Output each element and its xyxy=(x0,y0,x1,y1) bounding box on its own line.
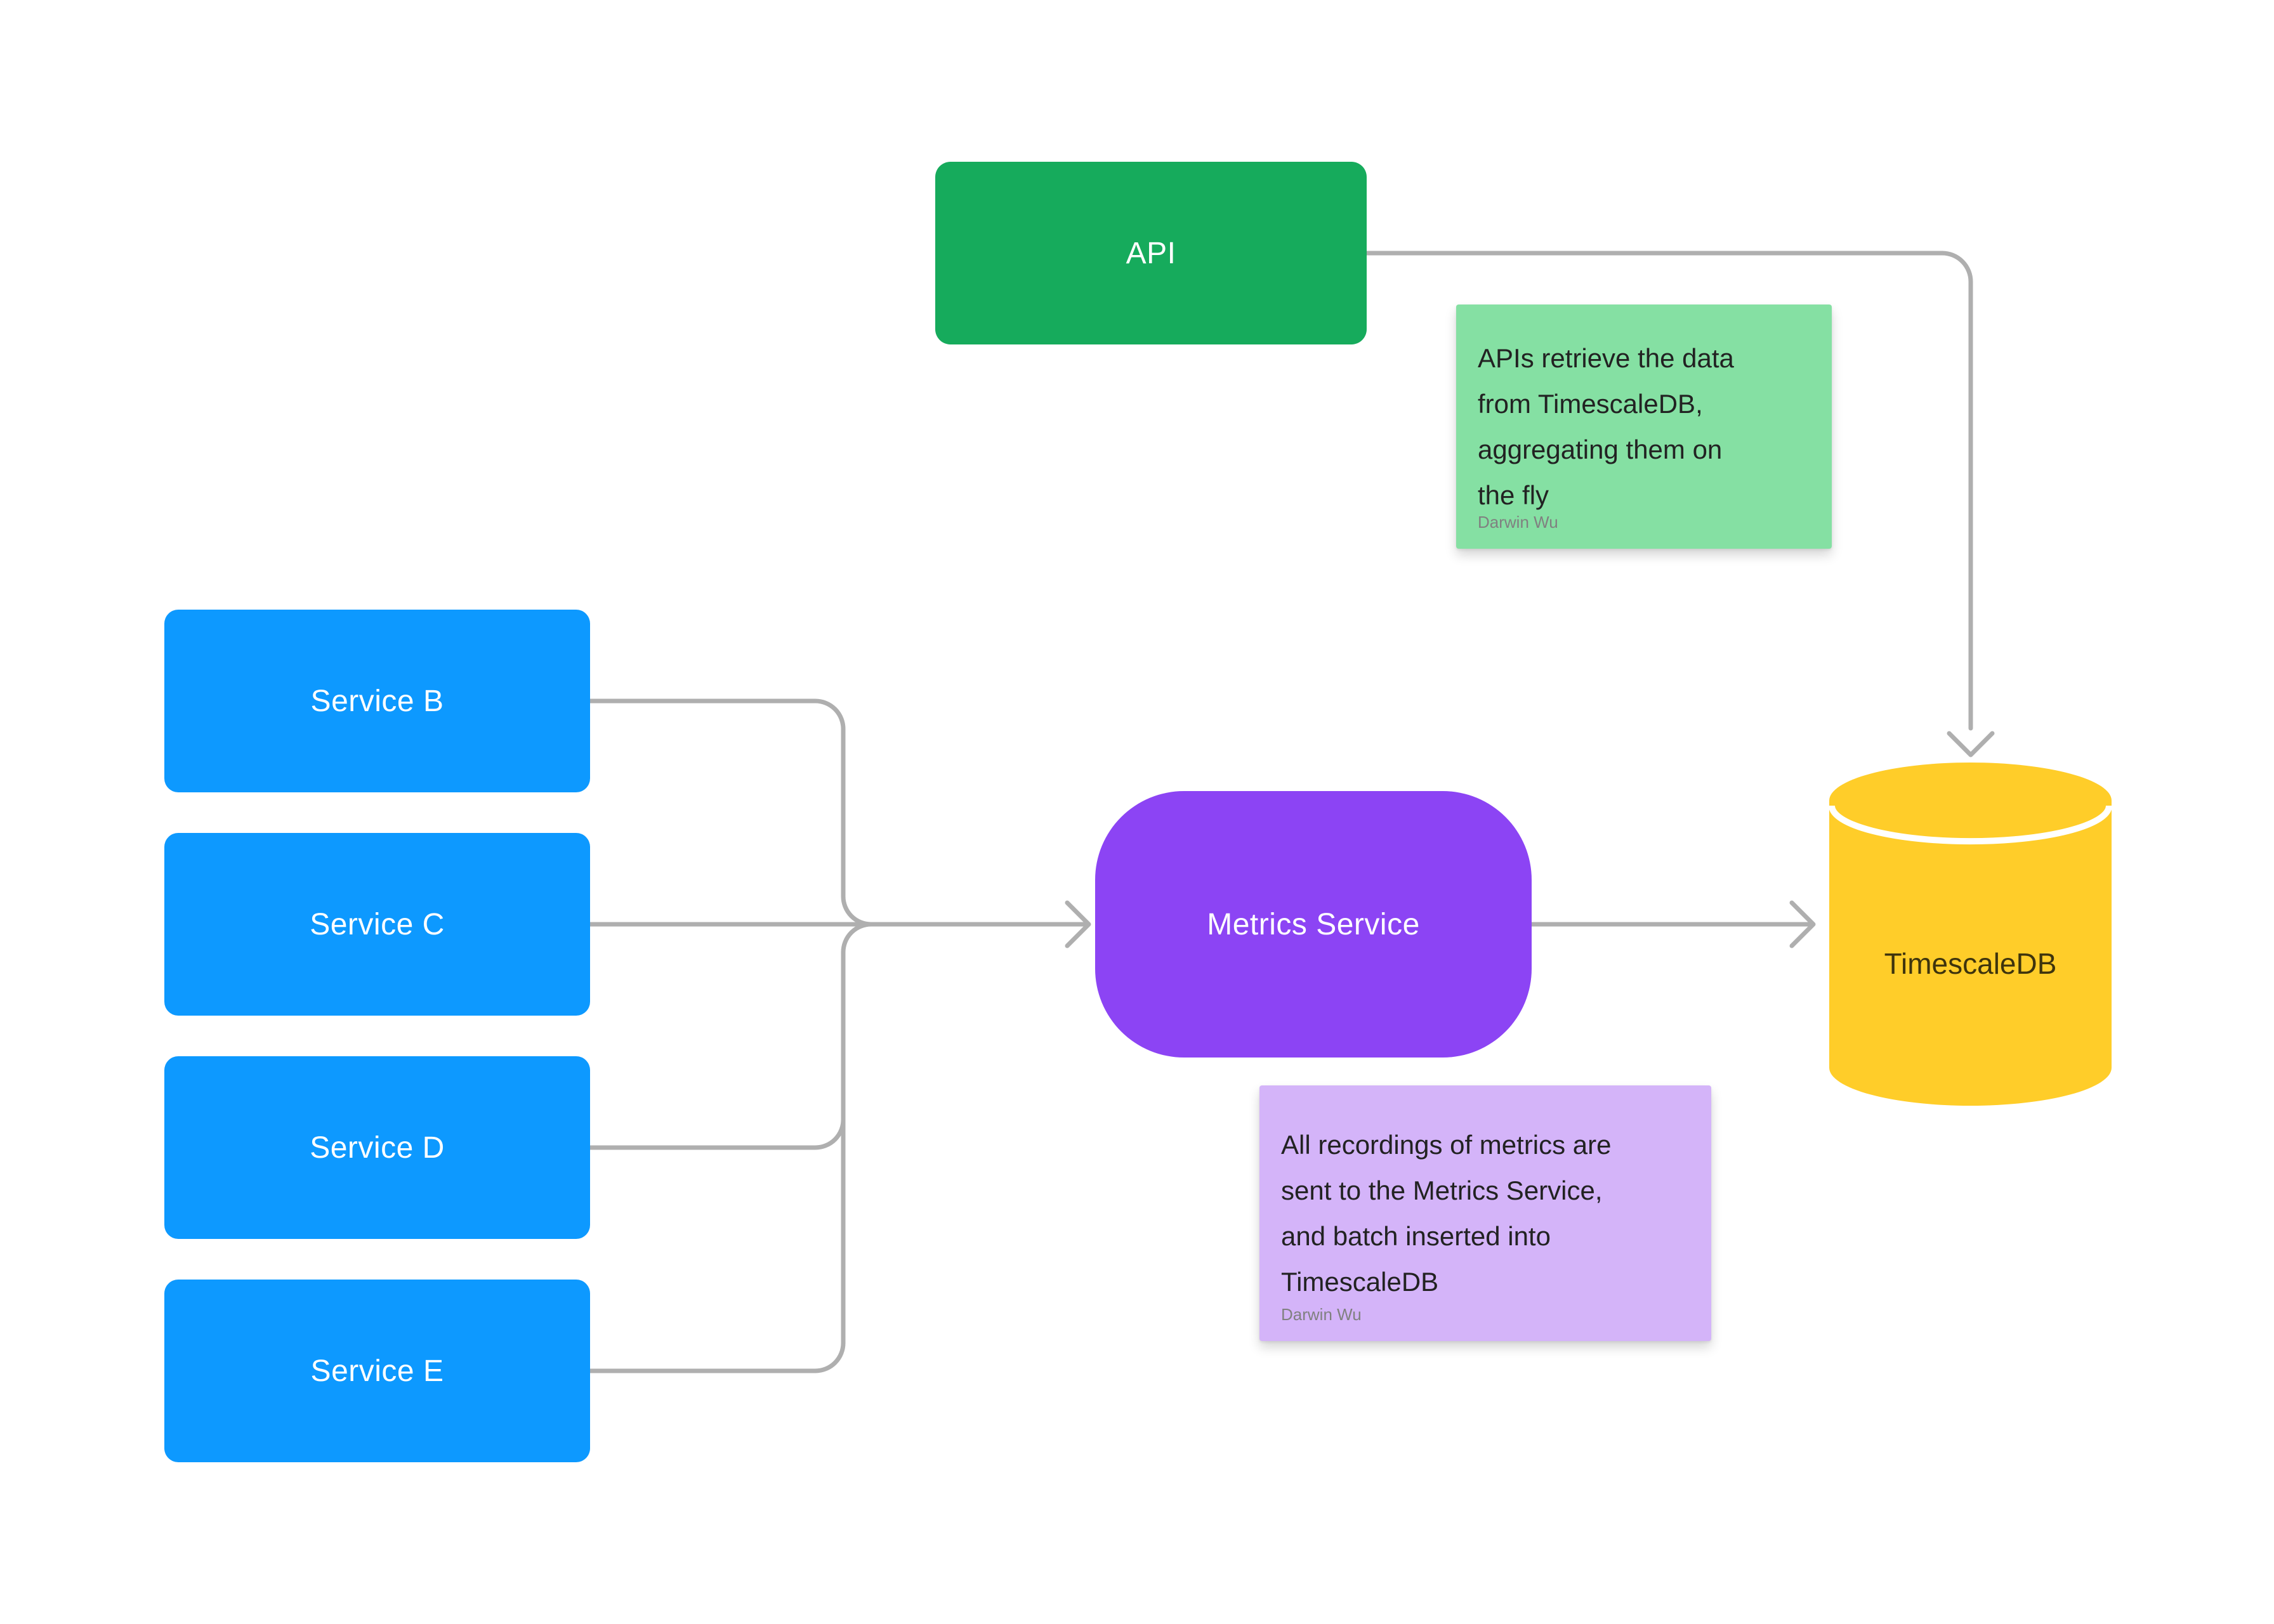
edge-service-d-to-trunk[interactable] xyxy=(588,922,874,1150)
node-service-b-label: Service B xyxy=(310,684,444,718)
edge-service-e-to-trunk[interactable] xyxy=(588,1116,846,1373)
node-api-label: API xyxy=(1126,236,1176,270)
node-api[interactable]: API xyxy=(935,162,1367,344)
node-metrics-service[interactable]: Metrics Service xyxy=(1095,791,1532,1058)
node-service-e[interactable]: Service E xyxy=(164,1280,590,1462)
edge-service-b-to-trunk[interactable] xyxy=(588,698,874,927)
sticky-note-metrics[interactable]: All recordings of metrics are sent to th… xyxy=(1259,1085,1711,1341)
node-service-c-label: Service C xyxy=(310,907,445,941)
node-service-d-label: Service D xyxy=(310,1130,445,1165)
arrowhead-down-icon xyxy=(1947,731,1995,757)
sticky-note-api-author: Darwin Wu xyxy=(1478,513,1558,532)
sticky-note-api-text: APIs retrieve the data from TimescaleDB,… xyxy=(1478,343,1734,510)
sticky-note-api[interactable]: APIs retrieve the data from TimescaleDB,… xyxy=(1456,304,1832,549)
node-timescaledb-label: TimescaleDB xyxy=(1884,947,2057,980)
node-service-e-label: Service E xyxy=(310,1354,444,1388)
node-timescaledb[interactable]: TimescaleDB xyxy=(1829,761,2112,1107)
edge-metrics-to-timescaledb[interactable] xyxy=(1529,900,1816,948)
node-service-b[interactable]: Service B xyxy=(164,610,590,792)
node-metrics-service-label: Metrics Service xyxy=(1207,907,1420,941)
arrowhead-into-metrics-icon xyxy=(1065,900,1091,948)
database-cylinder-icon xyxy=(1829,763,2112,1106)
node-service-c[interactable]: Service C xyxy=(164,833,590,1016)
sticky-note-metrics-author: Darwin Wu xyxy=(1281,1305,1362,1324)
sticky-note-metrics-text: All recordings of metrics are sent to th… xyxy=(1281,1129,1612,1297)
edge-service-c-to-metrics[interactable] xyxy=(588,900,1091,948)
arrowhead-into-cylinder-icon xyxy=(1789,900,1816,948)
node-service-d[interactable]: Service D xyxy=(164,1056,590,1239)
